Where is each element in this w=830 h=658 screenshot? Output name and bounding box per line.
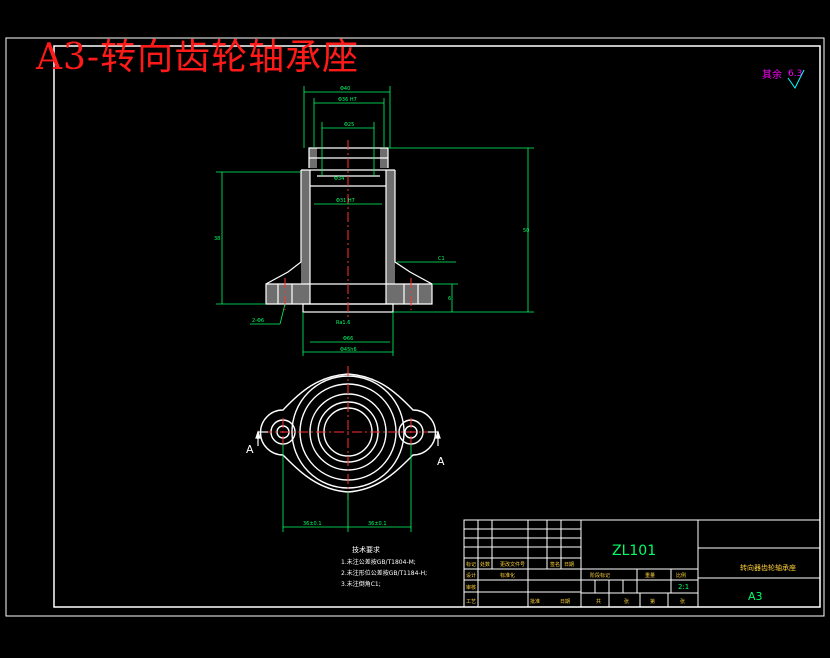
tech-heading: 技术要求	[352, 545, 380, 554]
top-view-dimensions	[282, 444, 412, 532]
dim-flange-od: Φ66	[343, 336, 353, 342]
sheet-unit-2: 张	[680, 598, 685, 605]
sheet-no: 第	[650, 598, 655, 605]
stage-h-mark: 阶段标记	[590, 572, 610, 579]
dim-height-left: 38	[214, 236, 220, 242]
tech-requirements: 技术要求 1.未注公差按GB/T1804-M; 2.未注形位公差按GB/T118…	[341, 545, 427, 588]
roughness-check-icon	[787, 69, 805, 89]
rev-h-sign: 签名	[550, 561, 560, 568]
part-name: 转向器齿轮轴承座	[740, 563, 796, 572]
dim-center-right: 36±0.1	[368, 521, 387, 527]
sheet-total: 共	[596, 598, 601, 605]
top-view-centerlines	[262, 366, 434, 500]
section-mark-left: A	[246, 443, 254, 456]
dim-top-bore: Φ36 H7	[338, 97, 357, 103]
dim-hole: 2-Φ6	[252, 318, 264, 324]
dimension-lines	[216, 86, 534, 356]
stage-h-scale: 比例	[676, 572, 686, 579]
drawing-number: ZL101	[612, 543, 656, 559]
sign-design: 设计	[466, 572, 476, 579]
approve: 批准	[530, 598, 540, 605]
title-block-grid	[463, 519, 821, 608]
dim-bore-mid: Φ31 H7	[336, 198, 355, 204]
drawing-title: A3-转向齿轮轴承座	[36, 37, 360, 78]
inner-frame	[53, 45, 821, 608]
dim-center-left: 36±0.1	[303, 521, 322, 527]
top-view: A A 36±0.1 36±0.1	[246, 366, 445, 532]
dim-chamfer: C1	[438, 256, 445, 262]
sign-process: 工艺	[466, 599, 476, 605]
roughness-label: 其余	[762, 68, 782, 81]
tech-item-1: 1.未注公差按GB/T1804-M;	[341, 558, 416, 566]
section-mark-right: A	[437, 455, 445, 468]
outer-border	[5, 37, 825, 617]
title-block: 标记 处数 更改文件号 签名 日期 设计 标准化 审核 工艺 批准 日期 阶段标…	[463, 519, 821, 608]
dim-groove: Φ34	[334, 176, 344, 182]
sheet-unit-1: 张	[624, 598, 629, 605]
front-section-view: Φ40 Φ36 H7 Φ25 Φ31 H7 Φ34 Φ66 Φ45h6 38 5…	[214, 86, 534, 356]
roughness-symbol: 其余 6.3	[762, 68, 805, 89]
dim-height-right: 50	[523, 228, 529, 234]
section-arrows	[255, 430, 441, 446]
date-label: 日期	[560, 599, 570, 605]
dim-inner-small: Φ25	[344, 122, 354, 128]
roughness-value: 6.3	[788, 69, 802, 79]
rev-h-mark: 标记	[466, 561, 476, 568]
dim-bottom-od: Φ45h6	[340, 347, 357, 353]
dim-top-outer: Φ40	[340, 86, 350, 92]
stage-h-weight: 重量	[645, 572, 655, 579]
section-hatch	[266, 148, 432, 304]
dimension-text: Φ40 Φ36 H7 Φ25 Φ31 H7 Φ34 Φ66 Φ45h6 38 5…	[214, 86, 529, 353]
title-block-labels: 标记 处数 更改文件号 签名 日期 设计 标准化 审核 工艺 批准 日期 阶段标…	[466, 561, 686, 605]
tech-item-3: 3.未注倒角C1;	[341, 580, 381, 588]
standardization: 标准化	[500, 572, 515, 579]
tech-item-2: 2.未注形位公差按GB/T1184-H;	[341, 569, 427, 577]
rev-h-file: 更改文件号	[500, 561, 525, 568]
dim-flange-thk: 6	[448, 296, 451, 302]
scale: 2:1	[678, 583, 689, 591]
sign-review: 审核	[466, 584, 476, 591]
rev-h-date: 日期	[564, 562, 574, 568]
dim-bottom-face: Ra1.6	[336, 320, 350, 326]
rev-h-count: 处数	[480, 561, 490, 568]
sheet-size: A3	[748, 590, 763, 603]
